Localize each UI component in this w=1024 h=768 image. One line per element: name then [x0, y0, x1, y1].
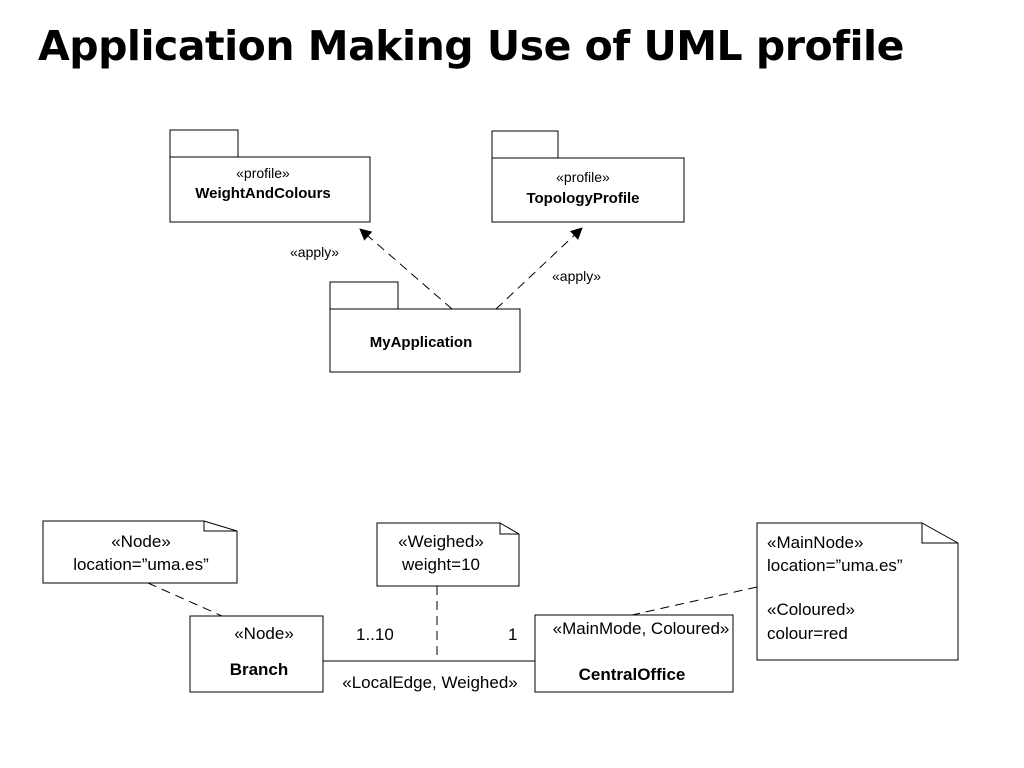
- multiplicity-right: 1: [508, 625, 517, 644]
- association-label: «LocalEdge, Weighed»: [342, 673, 518, 692]
- package-weight-and-colours[interactable]: «profile» WeightAndColours: [169, 129, 371, 223]
- package-name: WeightAndColours: [195, 185, 331, 202]
- apply-dependency-right: [495, 227, 583, 310]
- package-my-application[interactable]: MyApplication: [329, 281, 521, 373]
- package-tab: [491, 130, 559, 159]
- package-tab: [329, 281, 399, 310]
- class-name: Branch: [230, 660, 289, 679]
- note-fold: [203, 521, 237, 532]
- class-name: CentralOffice: [579, 665, 686, 684]
- package-body: [169, 156, 371, 223]
- class-central-office[interactable]: «MainMode, Coloured» CentralOffice: [534, 614, 734, 693]
- package-tab: [169, 129, 239, 158]
- note-shape: [376, 522, 520, 587]
- note-line: «Node»: [111, 532, 171, 551]
- note-weighed[interactable]: «Weighed» weight=10: [376, 522, 520, 587]
- note-line: weight=10: [401, 555, 480, 574]
- package-body: [491, 157, 685, 223]
- class-stereotype: «Node»: [234, 624, 294, 643]
- package-body: [329, 308, 521, 373]
- note-line: «Weighed»: [398, 532, 484, 551]
- package-name: MyApplication: [370, 334, 473, 351]
- apply-label-right: «apply»: [552, 268, 601, 284]
- package-stereotype: «profile»: [556, 169, 610, 185]
- class-stereotype: «MainMode, Coloured»: [553, 619, 730, 638]
- page-title: Application Making Use of UML profile: [38, 22, 904, 70]
- class-branch[interactable]: «Node» Branch: [189, 615, 324, 693]
- note-line: «MainNode»: [767, 533, 863, 552]
- note-line: location=”uma.es”: [73, 555, 209, 574]
- package-stereotype: «profile»: [236, 165, 290, 181]
- note-line: «Coloured»: [767, 600, 855, 619]
- note-anchor-node: [147, 582, 223, 617]
- note-fold: [499, 523, 519, 535]
- note-anchor-main-node: [631, 586, 758, 616]
- package-name: TopologyProfile: [526, 190, 639, 207]
- class-box: [189, 615, 324, 693]
- note-fold: [921, 523, 958, 544]
- note-node[interactable]: «Node» location=”uma.es”: [42, 520, 238, 584]
- apply-dependency-left: [359, 228, 453, 310]
- multiplicity-left: 1..10: [356, 625, 394, 644]
- note-shape: [756, 522, 959, 661]
- note-shape: [42, 520, 238, 584]
- apply-label-left: «apply»: [290, 244, 339, 260]
- package-topology-profile[interactable]: «profile» TopologyProfile: [491, 130, 685, 223]
- note-line: colour=red: [767, 624, 848, 643]
- note-line: location=”uma.es”: [767, 556, 903, 575]
- note-main-node[interactable]: «MainNode» location=”uma.es” «Coloured» …: [756, 522, 959, 661]
